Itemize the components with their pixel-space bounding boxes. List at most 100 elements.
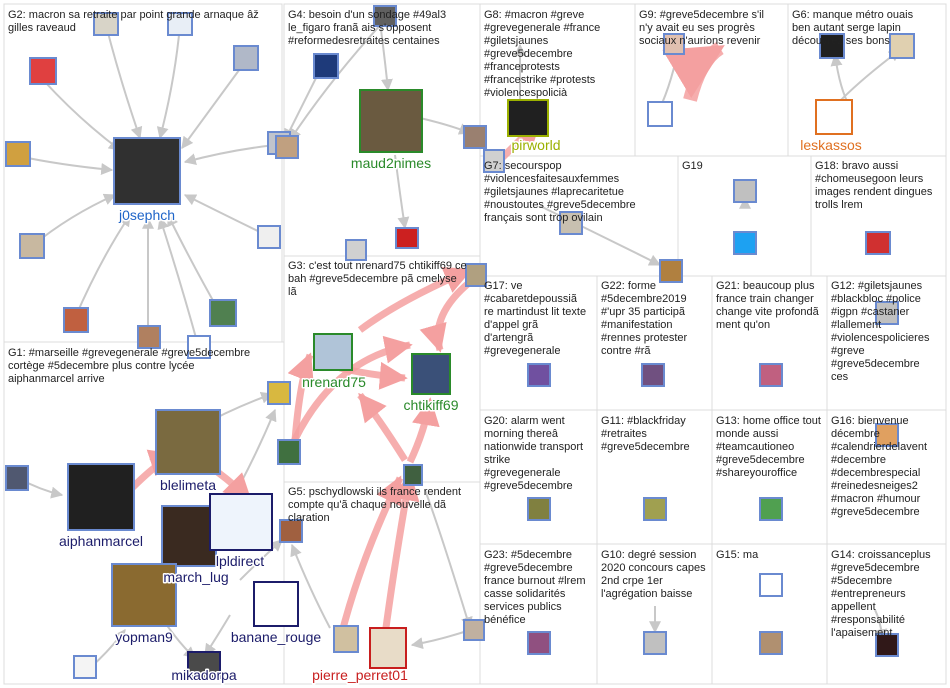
node-image[interactable] — [345, 239, 367, 261]
node-image[interactable] — [267, 381, 291, 405]
node-image[interactable] — [187, 335, 211, 359]
node-image[interactable] — [647, 101, 673, 127]
node-image-march_lug[interactable] — [161, 505, 217, 567]
node-image[interactable] — [29, 57, 57, 85]
node-image-banane_rouge[interactable] — [253, 581, 299, 627]
node-image-chtikiff69[interactable] — [411, 353, 451, 395]
node-image[interactable] — [733, 179, 757, 203]
node-image[interactable] — [643, 497, 667, 521]
edge — [167, 213, 221, 314]
node-image[interactable] — [527, 363, 551, 387]
node-image[interactable] — [463, 619, 485, 641]
node-image[interactable] — [403, 464, 423, 486]
node-image[interactable] — [659, 259, 683, 283]
group-label-line: #greve5decembre — [484, 562, 573, 574]
node-image[interactable] — [819, 33, 845, 59]
group-label-line: bah #greve5decembre pã cmelyse — [288, 273, 457, 285]
node-image[interactable] — [527, 631, 551, 655]
node-image[interactable] — [5, 141, 31, 167]
edge — [44, 81, 121, 151]
node-image[interactable] — [19, 233, 45, 259]
node-label-pirworld[interactable]: pirworld — [510, 136, 562, 155]
node-image-pierre_perret01[interactable] — [369, 627, 407, 669]
edge — [419, 117, 472, 135]
node-image[interactable] — [527, 497, 551, 521]
edge — [336, 475, 404, 641]
node-label-nrenard75[interactable]: nrenard75 — [301, 373, 368, 392]
group-label-line: 2020 concours capes — [601, 562, 706, 574]
node-image[interactable] — [73, 655, 97, 679]
node-label-j0sephch[interactable]: j0sephch — [116, 206, 176, 225]
group-label-line: G12: #giletsjaunes — [831, 280, 923, 292]
node-image[interactable] — [643, 631, 667, 655]
node-label-pierre_perret01[interactable]: pierre_perret01 — [311, 666, 410, 685]
node-image[interactable] — [463, 125, 487, 149]
node-image[interactable] — [875, 423, 899, 447]
node-label-yopman9[interactable]: yopman9 — [114, 628, 175, 647]
node-image[interactable] — [167, 12, 193, 36]
node-image[interactable] — [395, 227, 419, 249]
node-image[interactable] — [865, 231, 891, 255]
node-image[interactable] — [137, 325, 161, 349]
edge — [17, 155, 114, 175]
edge — [357, 392, 408, 462]
node-image[interactable] — [93, 12, 119, 36]
node-image-lpldirect[interactable] — [209, 493, 273, 551]
node-image-yopman9[interactable] — [111, 563, 177, 627]
node-image[interactable] — [373, 5, 397, 27]
group-label-line: #grevegenerale — [484, 467, 560, 479]
node-image[interactable] — [483, 149, 505, 173]
group-label-line: ben autant serge lapin — [792, 22, 901, 34]
node-image[interactable] — [209, 299, 237, 327]
node-label-mikadorpa[interactable]: mikadorpa — [170, 666, 239, 685]
node-image[interactable] — [875, 301, 899, 325]
node-image[interactable] — [889, 33, 915, 59]
node-image-maud2nimes[interactable] — [359, 89, 423, 153]
group-label-line: casse solidarités — [484, 588, 566, 600]
node-image[interactable] — [313, 53, 339, 79]
node-image[interactable] — [275, 135, 299, 159]
node-image[interactable] — [465, 263, 487, 287]
node-image[interactable] — [279, 519, 303, 543]
node-image[interactable] — [63, 307, 89, 333]
edge — [381, 472, 420, 636]
node-image[interactable] — [559, 211, 583, 235]
node-image-blelimeta[interactable] — [155, 409, 221, 475]
group-label-line: #noustoutes #greve5decembre — [484, 199, 636, 211]
node-label-lpldirect[interactable]: lpldirect — [214, 552, 265, 571]
node-image-j0sephch[interactable] — [113, 137, 181, 205]
node-image[interactable] — [277, 439, 301, 465]
node-image-aiphanmarcel[interactable] — [67, 463, 135, 531]
group-label-g8: G8: #macron #greve#grevegenerale #france… — [484, 9, 600, 99]
node-image[interactable] — [875, 633, 899, 657]
node-image-mikadorpa[interactable] — [187, 651, 221, 679]
node-image-nrenard75[interactable] — [313, 333, 353, 371]
group-label-line: #shareyouroffice — [716, 467, 797, 479]
node-label-aiphanmarcel[interactable]: aiphanmarcel — [57, 532, 144, 551]
node-image[interactable] — [333, 625, 359, 653]
node-label-chtikiff69[interactable]: chtikiff69 — [402, 396, 460, 415]
node-image[interactable] — [759, 631, 783, 655]
edge — [379, 21, 393, 92]
node-label-leskassos[interactable]: leskassos — [799, 136, 863, 155]
group-label-line: #grevegenerale — [484, 345, 560, 357]
node-image[interactable] — [733, 231, 757, 255]
node-label-maud2nimes[interactable]: maud2nimes — [349, 154, 432, 173]
node-image[interactable] — [759, 573, 783, 597]
node-label-blelimeta[interactable]: blelimeta — [158, 476, 217, 495]
node-label-march_lug[interactable]: march_lug — [162, 568, 230, 587]
node-label-banane_rouge[interactable]: banane_rouge — [229, 628, 323, 647]
node-image[interactable] — [5, 465, 29, 491]
node-image[interactable] — [759, 363, 783, 387]
node-image-pirworld[interactable] — [507, 99, 549, 137]
small-nodes — [5, 5, 915, 679]
group-label-line: bénéfice — [484, 614, 526, 626]
node-image[interactable] — [257, 225, 281, 249]
node-image[interactable] — [663, 33, 685, 55]
node-image[interactable] — [759, 497, 783, 521]
node-image[interactable] — [233, 45, 259, 71]
node-image-leskassos[interactable] — [815, 99, 853, 135]
node-image[interactable] — [641, 363, 665, 387]
